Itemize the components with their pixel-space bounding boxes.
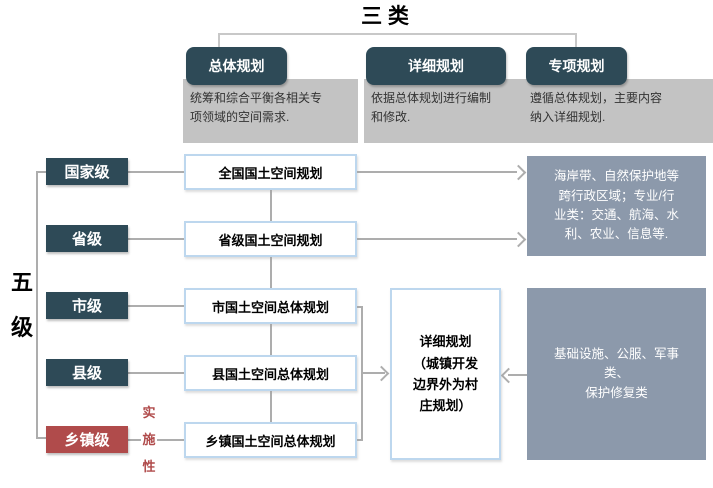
five-levels-label: 五级 bbox=[10, 270, 33, 340]
plan-national: 全国国土空间规划 bbox=[184, 154, 357, 190]
implementation-note: 实施性 bbox=[141, 399, 157, 480]
level-provincial: 省级 bbox=[46, 225, 128, 252]
tab-master-plan: 总体规划 bbox=[186, 47, 287, 85]
arrow-line-bracket-detail bbox=[361, 372, 385, 374]
tab-special-plan: 专项规划 bbox=[526, 47, 627, 85]
level-municipal: 市级 bbox=[46, 292, 128, 319]
connector-plan3-plan4 bbox=[270, 324, 272, 355]
plan-township: 乡镇国土空间总体规划 bbox=[184, 422, 357, 458]
arrowhead-national-special bbox=[510, 164, 527, 181]
right-bracket-top-stub bbox=[357, 306, 363, 308]
level-township: 乡镇级 bbox=[46, 426, 128, 453]
arrow-line-national-special bbox=[357, 171, 517, 173]
connector-level3 bbox=[128, 305, 184, 307]
level-national: 国家级 bbox=[46, 158, 128, 185]
top-bracket-left-drop bbox=[218, 33, 220, 47]
plan-municipal: 市国土空间总体规划 bbox=[184, 288, 357, 324]
arrowhead-provincial-special bbox=[510, 231, 527, 248]
level-county: 县级 bbox=[46, 359, 128, 386]
special-note-top: 海岸带、自然保护地等 跨行政区域；专业/行 业类：交通、航海、水 利、农业、信息… bbox=[527, 156, 706, 256]
connector-level2 bbox=[128, 238, 184, 240]
top-bracket-horizontal bbox=[218, 33, 577, 35]
connector-plan1-plan2 bbox=[270, 190, 272, 221]
connector-plan4-plan5 bbox=[270, 391, 272, 422]
master-plan-description: 统筹和综合平衡各相关专 项领域的空间需求. bbox=[183, 79, 358, 143]
special-note-bottom: 基础设施、公服、军事 类、 保护修复类 bbox=[527, 288, 706, 460]
left-bracket-bottom-stub bbox=[38, 437, 46, 439]
detail-plan-box: 详细规划 （城镇开发 边界外为村 庄规划） bbox=[390, 288, 501, 460]
plan-provincial: 省级国土空间规划 bbox=[184, 221, 357, 257]
tab-detailed-plan: 详细规划 bbox=[366, 47, 506, 85]
page-title: 三 类 bbox=[361, 5, 409, 28]
left-bracket-vertical bbox=[36, 171, 38, 439]
arrow-line-special-detail bbox=[508, 374, 527, 376]
right-bracket-bottom-stub bbox=[357, 439, 363, 441]
special-plan-description: 遵循总体规划，主要内容 纳入详细规划. bbox=[523, 79, 713, 143]
connector-plan2-plan3 bbox=[270, 257, 272, 288]
arrowhead-bracket-detail bbox=[373, 365, 390, 382]
connector-level4 bbox=[128, 372, 184, 374]
left-bracket-top-stub bbox=[38, 171, 46, 173]
top-bracket-right-drop bbox=[575, 33, 577, 48]
detailed-plan-description: 依据总体规划进行编制 和修改. bbox=[364, 79, 529, 143]
plan-county: 县国土空间总体规划 bbox=[184, 355, 357, 391]
connector-level1 bbox=[128, 171, 184, 173]
arrowhead-special-detail bbox=[500, 367, 517, 384]
arrow-line-provincial-special bbox=[357, 238, 517, 240]
